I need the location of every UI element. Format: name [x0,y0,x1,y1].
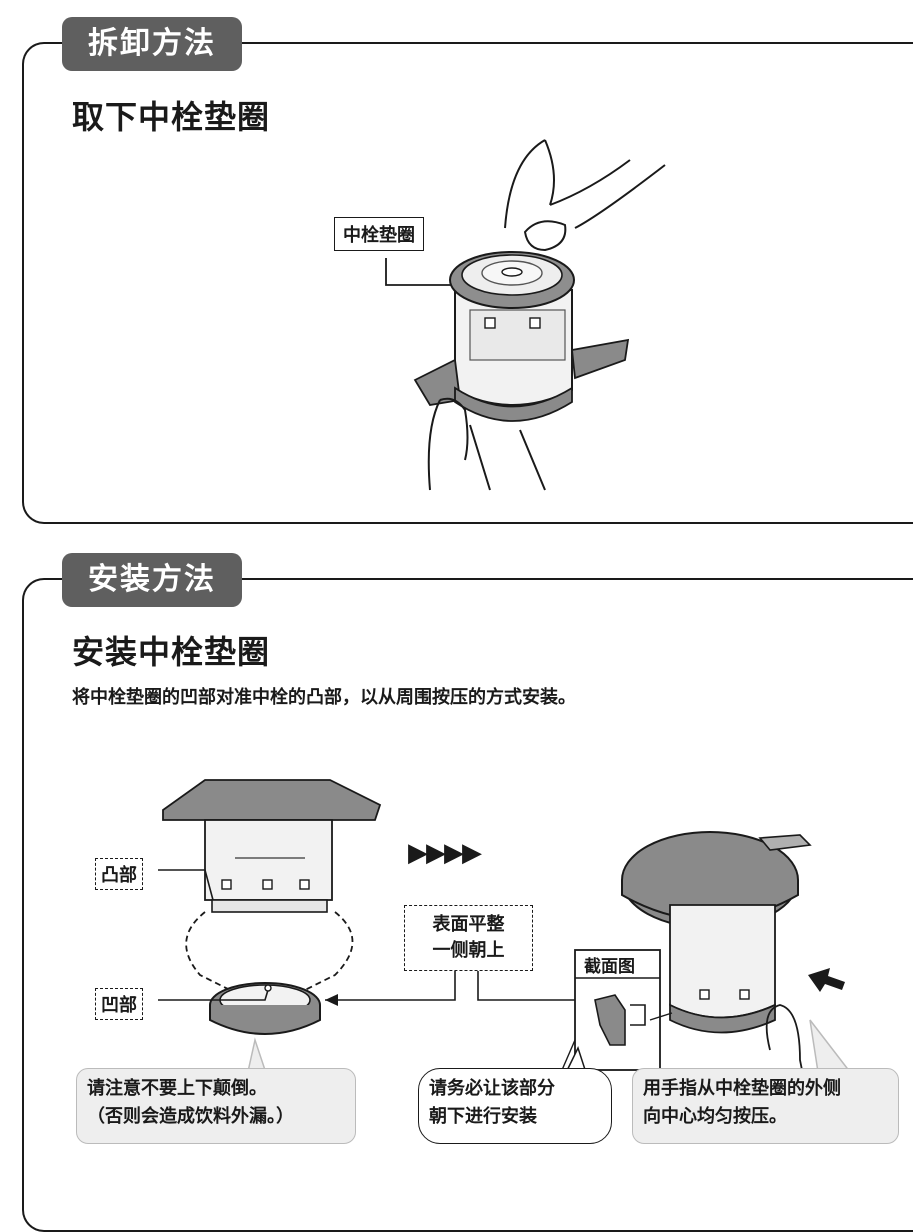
cross-section-label: 截面图 [584,952,635,977]
removal-section-tab: 拆卸方法 [62,17,242,71]
concave-label: 凹部 [95,988,143,1020]
removal-heading: 取下中栓垫圈 [72,98,271,136]
convex-label: 凸部 [95,858,143,890]
install-section-tab: 安装方法 [62,553,242,607]
install-description: 将中栓垫圈的凹部对准中栓的凸部，以从周围按压的方式安装。 [72,687,576,708]
note-right-line1: 用手指从中栓垫圈的外侧 [643,1078,841,1099]
note-mid-line1: 请务必让该部分 [429,1078,555,1099]
note-right-line2: 向中心均匀按压。 [643,1106,787,1127]
gasket-callout: 中栓垫圈 [334,217,424,251]
sequence-arrows: ▶▶▶▶ [408,838,482,868]
flat-side-line2: 一侧朝上 [432,940,505,961]
install-heading: 安装中栓垫圈 [72,633,271,671]
removal-panel [22,42,913,524]
note-upside-down: 请注意不要上下颠倒。 （否则会造成饮料外漏。） [76,1068,356,1144]
note-mid-line2: 朝下进行安装 [429,1106,537,1127]
flat-side-line1: 表面平整 [432,914,505,935]
note-face-down: 请务必让该部分 朝下进行安装 [418,1068,612,1144]
flat-side-label: 表面平整 一侧朝上 [404,905,533,971]
note-press-evenly: 用手指从中栓垫圈的外侧 向中心均匀按压。 [632,1068,899,1144]
note-left-line1: 请注意不要上下颠倒。 [87,1078,267,1099]
note-left-line2: （否则会造成饮料外漏。） [87,1106,294,1127]
